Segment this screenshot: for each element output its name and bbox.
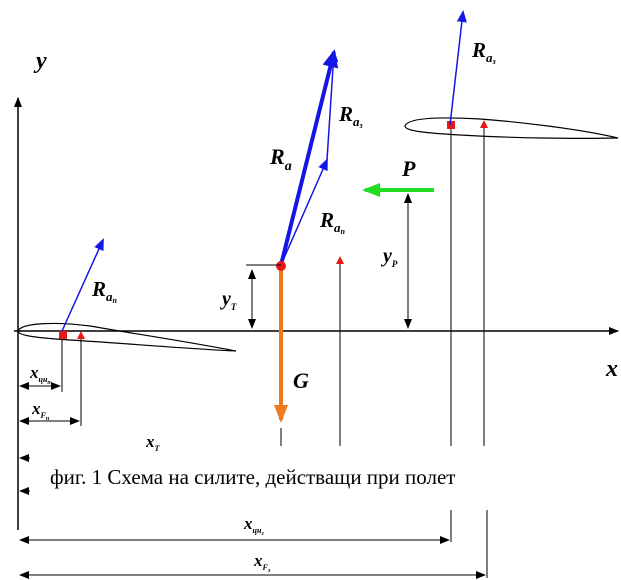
thrust-label: P xyxy=(401,156,416,181)
y-p-label: yP xyxy=(381,245,398,269)
resultant-lift-arrow xyxy=(279,49,339,266)
wing-pressure-center xyxy=(59,331,67,339)
tail-pressure-center xyxy=(447,121,455,129)
x-f-front-label: xFп xyxy=(31,399,50,422)
front-component-arrow xyxy=(280,158,328,266)
tail-lift-arrow xyxy=(449,10,467,126)
x-f-tail-label: xFз xyxy=(253,551,271,574)
wing-lift-label: Raп xyxy=(91,277,118,305)
tail-lift-label: Raз xyxy=(471,38,496,66)
tail-component-arrow xyxy=(326,50,339,161)
weight-label: G xyxy=(293,368,309,393)
tail-focus-marker xyxy=(480,120,488,128)
front-component-label: Raп xyxy=(319,208,346,236)
focus-arrow-head xyxy=(336,256,344,264)
y-axis-label: y xyxy=(33,48,47,74)
resultant-lift-label: Ra xyxy=(269,144,292,174)
x-cn-tail-label: xцнз xyxy=(243,514,264,537)
x-cn-front-label: xцнп xyxy=(29,363,51,386)
center-of-gravity xyxy=(276,261,286,271)
figure-caption: фиг. 1 Схема на силите, действащи при по… xyxy=(50,465,455,489)
y-t-label: yT xyxy=(220,288,237,312)
wing-airfoil xyxy=(17,322,237,352)
tail-component-label: Raз xyxy=(338,102,363,130)
tail-airfoil xyxy=(404,117,619,139)
x-axis-label: x xyxy=(605,356,618,382)
wing-focus-marker xyxy=(77,331,85,339)
x-t-label: xT xyxy=(145,432,161,453)
wing-lift-arrow xyxy=(61,238,104,332)
